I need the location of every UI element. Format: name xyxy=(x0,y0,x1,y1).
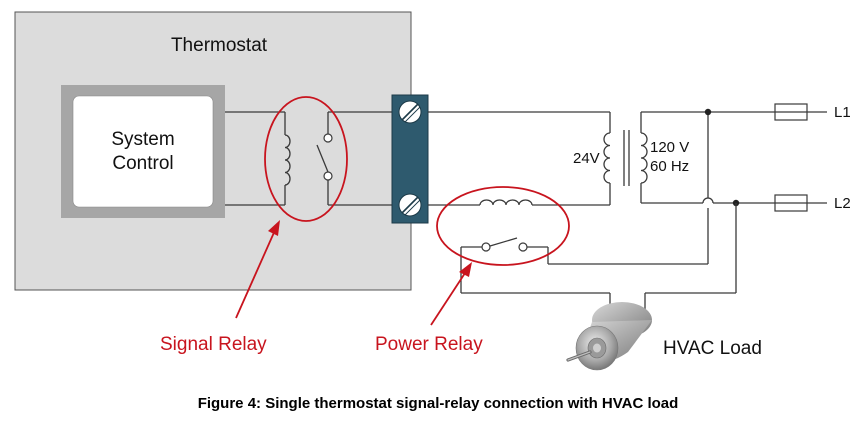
line-label-l2: L2 xyxy=(834,195,851,212)
power-contact-blade xyxy=(489,237,518,247)
terminal-screw-bottom xyxy=(398,193,422,217)
system-control-label-line2: Control xyxy=(112,153,173,174)
power-relay-coil xyxy=(479,199,533,206)
line-label-l1: L1 xyxy=(834,104,851,121)
signal-relay-arrowhead xyxy=(268,220,280,236)
power-relay-label: Power Relay xyxy=(375,334,483,355)
transformer-primary-label-line1: 120 V xyxy=(650,139,689,156)
transformer-secondary-label: 24V xyxy=(573,150,600,167)
signal-relay-arrow-line xyxy=(235,227,277,319)
wire-crossover-hop xyxy=(702,197,714,204)
terminal-screw-top xyxy=(398,100,422,124)
system-control-label-line1: System xyxy=(111,129,174,150)
signal-contact-terminal-top xyxy=(323,133,333,143)
power-relay-arrow-line xyxy=(430,269,468,326)
power-contact-terminal-left xyxy=(481,242,491,252)
signal-contact-blade xyxy=(316,144,329,173)
signal-relay-coil xyxy=(284,134,291,186)
power-relay-arrowhead xyxy=(459,262,472,277)
junction-l1 xyxy=(704,108,712,116)
transformer-secondary-coil xyxy=(603,132,611,184)
power-contact-terminal-right xyxy=(518,242,528,252)
thermostat-title: Thermostat xyxy=(171,35,268,56)
hvac-motor-icon xyxy=(566,302,652,371)
hvac-load-label: HVAC Load xyxy=(663,338,762,359)
power-relay-highlight xyxy=(436,186,570,266)
figure-caption: Figure 4: Single thermostat signal-relay… xyxy=(198,395,679,412)
transformer-primary-coil xyxy=(640,132,648,184)
signal-relay-highlight xyxy=(264,96,348,222)
signal-relay-label: Signal Relay xyxy=(160,334,267,355)
transformer-primary-label-line2: 60 Hz xyxy=(650,158,689,175)
system-control-box xyxy=(72,95,214,208)
signal-contact-terminal-bottom xyxy=(323,171,333,181)
